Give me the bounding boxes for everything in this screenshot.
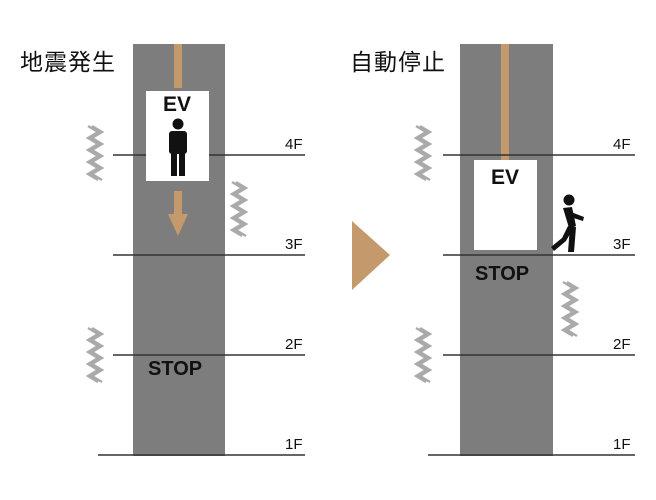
- stop-label: STOP: [475, 263, 530, 285]
- elevator-label: EV: [491, 166, 520, 189]
- zigzag-vibration-icon: [230, 180, 248, 238]
- elevator-cable: [174, 44, 182, 88]
- down-arrow-icon: [168, 191, 188, 236]
- elevator-car: [474, 160, 537, 250]
- floor-label-3f: 3F: [613, 236, 631, 253]
- zigzag-vibration-icon: [414, 124, 432, 182]
- right-panel: [414, 44, 635, 456]
- triangle-arrow-icon: [352, 221, 390, 290]
- panel-title-earthquake: 地震発生: [20, 50, 116, 76]
- panel-title-auto-stop: 自動停止: [350, 50, 446, 76]
- zigzag-vibration-icon: [86, 326, 104, 384]
- floor-label-2f: 2F: [613, 336, 631, 353]
- floor-label-2f: 2F: [285, 336, 303, 353]
- floor-label-3f: 3F: [285, 236, 303, 253]
- floor-label-4f: 4F: [285, 136, 303, 153]
- floor-label-1f: 1F: [285, 436, 303, 453]
- stop-label: STOP: [148, 358, 203, 380]
- floor-label-1f: 1F: [613, 436, 631, 453]
- left-panel: [86, 44, 305, 456]
- zigzag-vibration-icon: [561, 280, 579, 338]
- elevator-cable: [501, 44, 509, 160]
- elevator-label: EV: [163, 93, 192, 116]
- person-standing-icon: [169, 118, 187, 176]
- person-walking-icon: [551, 194, 584, 252]
- floor-label-4f: 4F: [613, 136, 631, 153]
- zigzag-vibration-icon: [86, 124, 104, 182]
- zigzag-vibration-icon: [414, 326, 432, 384]
